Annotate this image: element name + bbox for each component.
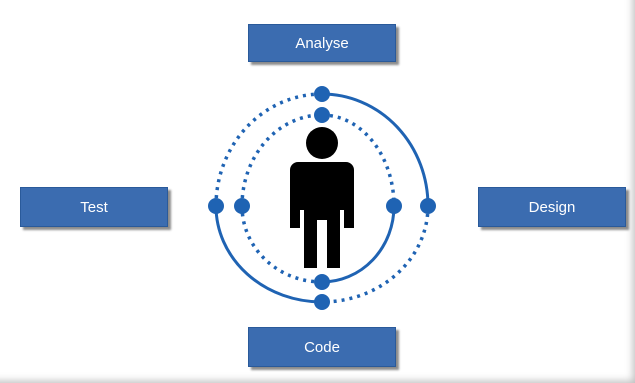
inner-arc-code-to-test bbox=[240, 205, 323, 284]
outer-arc-design-to-code bbox=[321, 205, 430, 304]
node-inner-top bbox=[314, 107, 330, 123]
outer-arc-code-to-test bbox=[214, 205, 323, 304]
stage-analyse-box: Analyse bbox=[248, 24, 396, 62]
stage-design-label: Design bbox=[528, 198, 576, 216]
inner-arc-test-to-analyse bbox=[240, 113, 323, 207]
stage-analyse-label: Analyse bbox=[295, 34, 349, 52]
stage-test-label: Test bbox=[80, 198, 108, 216]
node-outer-right bbox=[420, 198, 436, 214]
node-inner-bottom bbox=[314, 274, 330, 290]
stage-design-box: Design bbox=[478, 187, 626, 227]
outer-arc-analyse-to-design bbox=[321, 92, 430, 207]
inner-arc-design-to-code bbox=[321, 205, 396, 284]
node-outer-top bbox=[314, 86, 330, 102]
stage-code-label: Code bbox=[304, 338, 340, 356]
node-outer-left bbox=[208, 198, 224, 214]
person-icon bbox=[290, 127, 354, 268]
node-outer-bottom bbox=[314, 294, 330, 310]
stage-test-box: Test bbox=[20, 187, 168, 227]
node-inner-right bbox=[386, 198, 402, 214]
stage-code-box: Code bbox=[248, 327, 396, 367]
node-inner-left bbox=[234, 198, 250, 214]
